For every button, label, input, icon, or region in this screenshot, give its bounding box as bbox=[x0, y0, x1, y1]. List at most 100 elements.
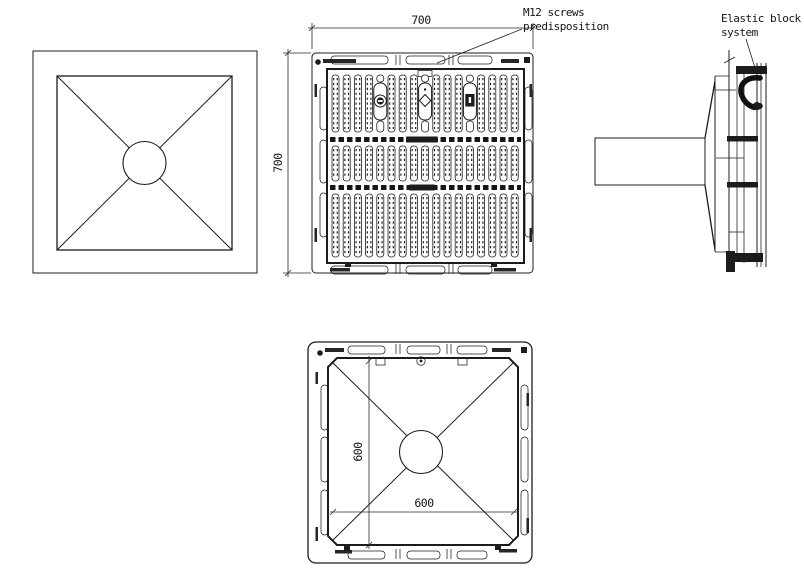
cast-marking bbox=[526, 393, 529, 406]
grate-slot bbox=[365, 74, 374, 133]
view-cover-underside bbox=[32, 50, 258, 274]
grate-slot bbox=[331, 145, 340, 182]
dimension-tick bbox=[529, 24, 537, 32]
elastic-label-line1: Elastic block bbox=[721, 12, 801, 25]
frame-tab bbox=[347, 550, 386, 560]
dimension-label-opening-width: 600 bbox=[414, 496, 434, 510]
dimension-tick bbox=[284, 269, 292, 277]
cast-marking bbox=[526, 518, 529, 533]
cast-marking bbox=[314, 84, 317, 97]
grate-slot bbox=[376, 74, 385, 83]
frame-opening-edge bbox=[327, 357, 519, 546]
frame-seat-lobe bbox=[319, 192, 328, 238]
elastic-label-line2: system bbox=[721, 26, 759, 39]
annotation-elastic-block: Elastic block system bbox=[721, 12, 802, 72]
dimension-tick bbox=[365, 541, 373, 549]
frame-foot bbox=[726, 253, 763, 262]
frame-seat-lobe bbox=[520, 436, 529, 483]
grate-slot bbox=[421, 145, 430, 182]
corner-bolt-icon bbox=[317, 350, 323, 356]
cover-inner-edge bbox=[56, 75, 233, 251]
grate-slot bbox=[499, 74, 508, 133]
cast-marking bbox=[344, 546, 350, 551]
leader-line bbox=[436, 28, 523, 64]
grate-slot bbox=[465, 120, 474, 133]
locking_knob-seat bbox=[373, 82, 388, 121]
frame-seat-lobe bbox=[319, 86, 328, 131]
dimension-tick bbox=[329, 508, 337, 516]
dimension-opening-width: 600 bbox=[329, 496, 518, 516]
grate-slot bbox=[477, 74, 486, 133]
frame-tab bbox=[457, 265, 493, 275]
grate-slot bbox=[342, 193, 351, 258]
grate-slot bbox=[510, 193, 519, 258]
cover-outer-edge bbox=[32, 50, 258, 274]
frame-tab bbox=[405, 55, 446, 65]
grate-slot bbox=[342, 145, 351, 182]
annotation-m12: M12 screws predisposition bbox=[436, 6, 609, 64]
grate-slot bbox=[353, 74, 362, 133]
grate-slot bbox=[454, 145, 463, 182]
grate-bar-profile bbox=[727, 136, 758, 142]
grate-slot bbox=[499, 145, 508, 182]
grate-slot bbox=[488, 74, 497, 133]
cast-marking bbox=[494, 268, 516, 272]
cast-marking bbox=[335, 550, 352, 554]
cast-marking bbox=[325, 348, 344, 352]
dimension-label-top-width: 700 bbox=[411, 13, 431, 27]
grate-slots bbox=[331, 74, 519, 258]
grate-slot bbox=[465, 74, 474, 83]
cast-marking bbox=[345, 262, 351, 267]
dimension-top-width: 700 bbox=[308, 13, 537, 49]
grate-slot bbox=[398, 74, 407, 133]
frame-tab bbox=[456, 550, 488, 560]
grate-slot bbox=[488, 145, 497, 182]
grate-slot bbox=[421, 74, 430, 83]
dimension-label-opening-height: 600 bbox=[351, 442, 365, 462]
grate-slot bbox=[510, 74, 519, 133]
grate-top-cap bbox=[736, 66, 767, 74]
grate-slot bbox=[465, 193, 474, 258]
frame-tab bbox=[457, 55, 493, 65]
corner-key-icon bbox=[521, 347, 527, 353]
m12-label-line1: M12 screws bbox=[523, 6, 584, 19]
frame-outer-edge bbox=[307, 341, 533, 564]
frame-tab bbox=[406, 345, 441, 355]
frame-tab bbox=[405, 265, 446, 275]
gasket-lip bbox=[723, 56, 736, 64]
grate-slot bbox=[443, 145, 452, 182]
m12_screw_seat-seat bbox=[418, 82, 433, 121]
cast-marking bbox=[529, 84, 532, 97]
grate-bar-profile bbox=[727, 182, 758, 188]
hinge-pin bbox=[419, 359, 423, 363]
grate-slot bbox=[387, 74, 396, 133]
frame-seat-lobe bbox=[320, 489, 329, 536]
grate-slot bbox=[488, 193, 497, 258]
grate-border bbox=[326, 68, 525, 264]
grate-slot bbox=[398, 145, 407, 182]
dimension-tick bbox=[284, 49, 292, 57]
grate-slot bbox=[409, 193, 418, 258]
frame-seat-lobe bbox=[320, 436, 329, 483]
view-side-section bbox=[594, 50, 767, 272]
grate-slot bbox=[432, 145, 441, 182]
frame-lug bbox=[457, 357, 468, 366]
view-frame-underside: 600 600 bbox=[307, 341, 533, 564]
grate-slot bbox=[376, 145, 385, 182]
dimension-tick bbox=[365, 357, 373, 365]
grate-slot bbox=[499, 193, 508, 258]
view-grate-top: 700 700 bbox=[271, 13, 537, 277]
frame-tab bbox=[406, 550, 441, 560]
cast-marking bbox=[501, 59, 519, 63]
outlet-pipe bbox=[594, 137, 706, 186]
dimension-opening-height: 600 bbox=[351, 356, 373, 549]
grate-slot bbox=[409, 74, 418, 133]
cast-marking bbox=[406, 136, 438, 143]
grate-slot bbox=[465, 145, 474, 182]
grate-slot bbox=[342, 74, 351, 133]
grate-slot bbox=[387, 193, 396, 258]
grate-slot bbox=[477, 145, 486, 182]
grate-slot bbox=[365, 145, 374, 182]
frame-tab bbox=[347, 345, 386, 355]
